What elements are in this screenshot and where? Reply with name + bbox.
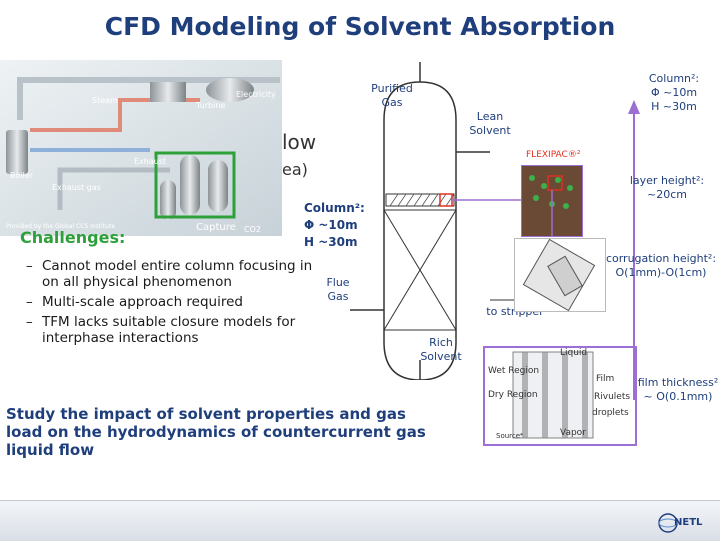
flexipac-label: FLEXIPAC®² [526,150,581,160]
absorber-column-diagram [350,62,534,380]
film-label-droplets: droplets [592,408,629,418]
ccs-plant-illustration: Steam Turbine Electricity Exhaust Boiler… [0,60,282,236]
scale-layer-height-label: layer height²:~20cm [629,174,705,201]
scale-arrow [628,100,640,400]
challenge-item: –Multi-scale approach required [26,294,243,310]
film-label-wet-region: Wet Region [488,366,540,376]
partial-text-flow: low [282,130,317,154]
film-label-dry-region: Dry Region [488,390,538,400]
film-label-film: Film [596,374,615,384]
challenge-item: –TFM lacks suitable closure models for i… [26,314,296,346]
scale-corrugation-label: corrugation height²:O(1mm)-O(1cm) [605,252,717,279]
film-label-vapor: Vapor [560,428,586,438]
corrugation-sketch [514,238,606,312]
film-flow-schematic [483,346,637,446]
boiler-label: Boiler [10,171,34,180]
electricity-label: Electricity [236,90,276,99]
capture-label: Capture [196,222,236,233]
film-label-rivulets: Rivulets [594,392,631,402]
partial-text-area: ea) [282,160,308,179]
exhaust-label: Exhaust [134,157,166,166]
footer-bar [0,500,720,541]
challenges-heading: Challenges: [20,228,126,247]
exhaust-gas-label: Exhaust gas [52,183,101,192]
netl-logo-text: NETL [674,517,703,528]
slide-title: CFD Modeling of Solvent Absorption [104,12,616,41]
scale-film-thickness-label: film thickness²~ O(0.1mm) [637,376,719,403]
film-label-liquid: Liquid [560,348,588,358]
netl-logo-icon [658,513,678,533]
flexipac-packing-photo [521,165,583,237]
challenge-item: –Cannot model entire column focusing in … [26,258,313,290]
co2-label: CO2 [244,225,261,234]
study-statement: Study the impact of solvent properties a… [6,405,426,459]
turbine-label: Turbine [195,101,225,110]
source-label: Source⁴ [496,432,523,440]
steam-label: Steam [92,96,118,105]
photo-credit: Provided by the Global CCS Institute [6,223,115,230]
challenges-list: –Cannot model entire column focusing in … [24,258,314,350]
